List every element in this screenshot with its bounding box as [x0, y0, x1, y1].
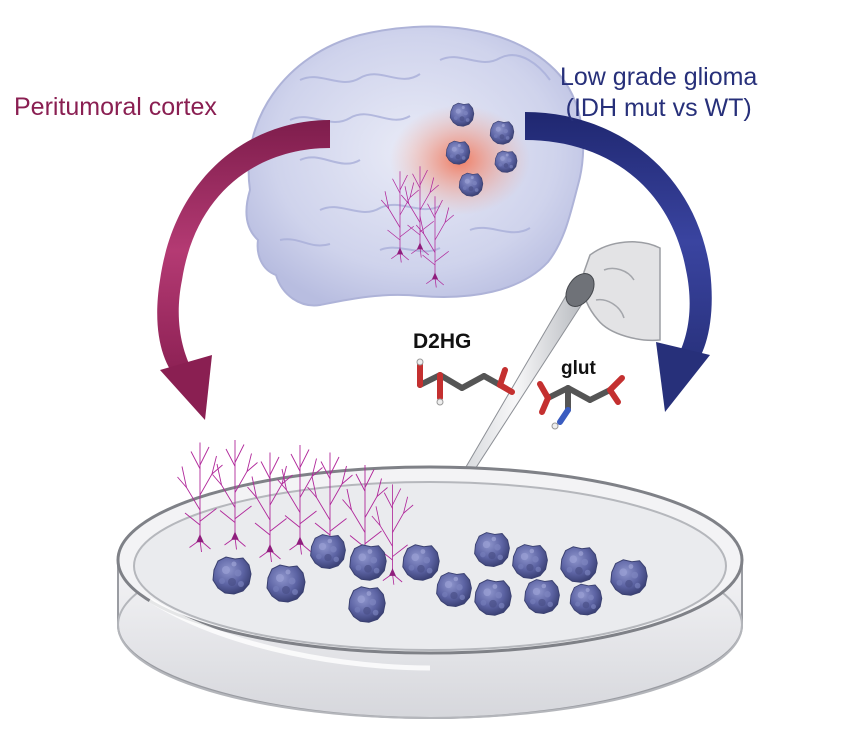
peritumoral-cortex-label: Peritumoral cortex [14, 93, 217, 121]
d2hg-label: D2HG [413, 330, 472, 353]
hand-icon [582, 241, 661, 342]
glut-label: glut [561, 358, 596, 379]
low-grade-glioma-label: Low grade glioma (IDH mut vs WT) [560, 62, 757, 124]
peritumoral-arrow [157, 120, 330, 420]
petri-dish-icon [116, 465, 744, 720]
idh-status-label: (IDH mut vs WT) [565, 94, 752, 122]
glioma-arrow [525, 112, 712, 412]
glut-molecule-icon [537, 375, 625, 430]
brain-icon [245, 25, 585, 307]
low-grade-glioma-title: Low grade glioma [560, 63, 758, 91]
d2hg-molecule-icon [416, 358, 515, 406]
